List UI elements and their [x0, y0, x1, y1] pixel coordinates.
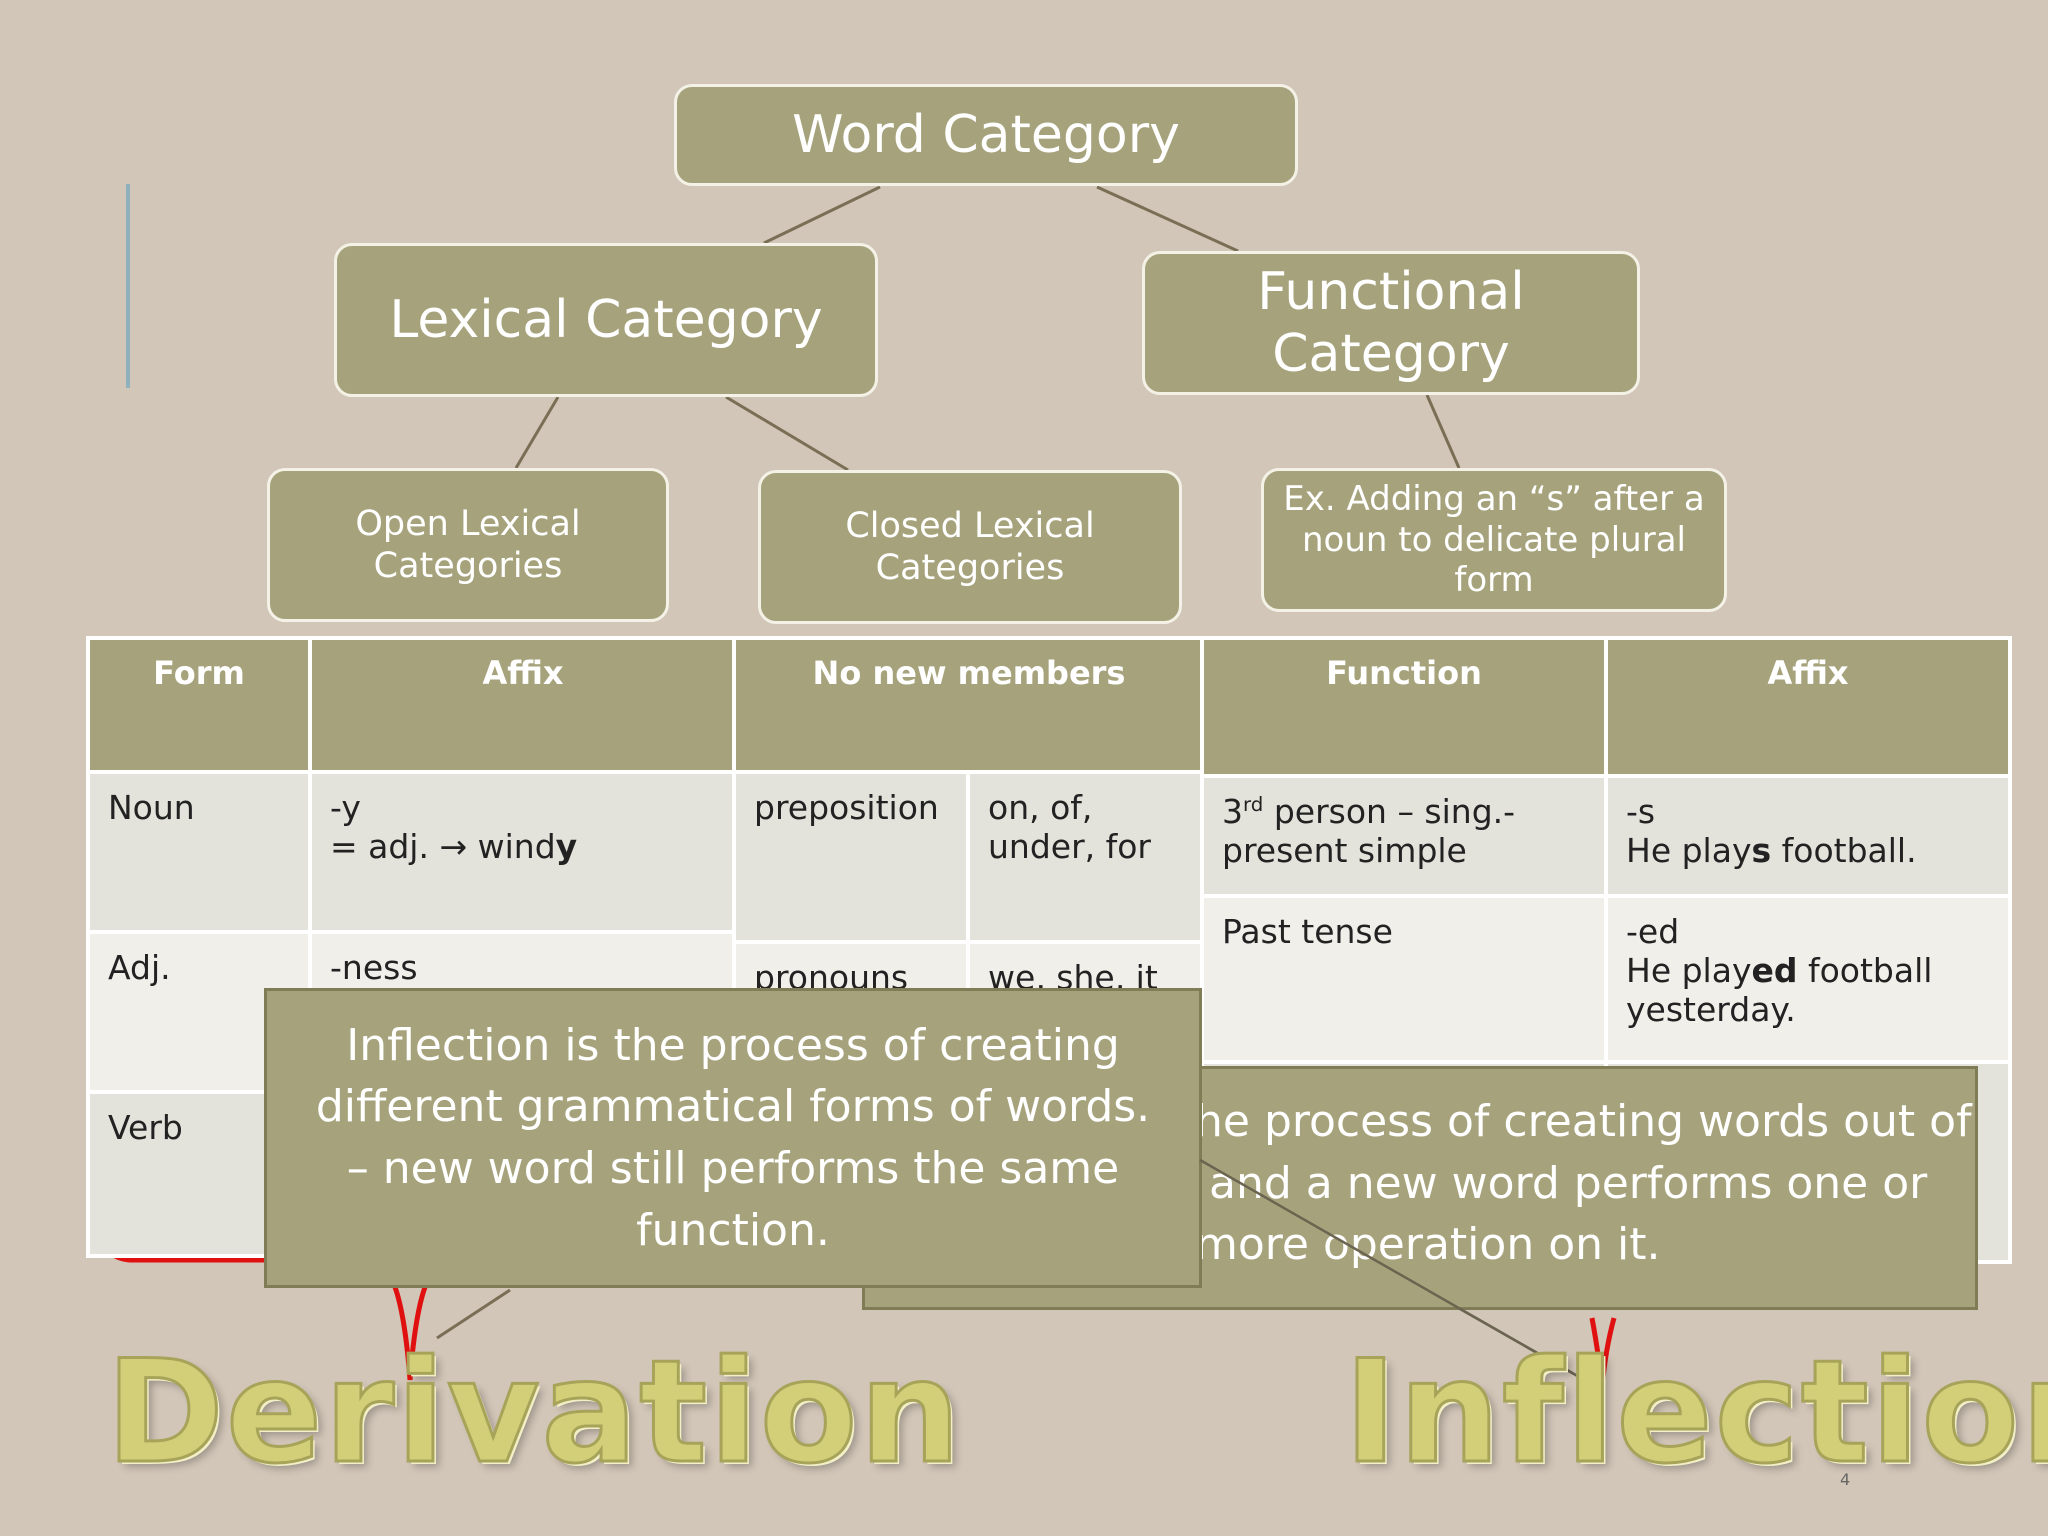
node-word-category-label: Word Category [792, 104, 1180, 165]
connector-functional-example [1425, 394, 1461, 469]
cell-affix-noun-line2: = adj. → windy [330, 827, 716, 866]
cell-affix-noun: -y = adj. → windy [308, 770, 738, 934]
cell-affix-s: -s He plays football. [1604, 774, 2012, 898]
node-open-line2: Categories [373, 546, 563, 586]
example-s-pre: He play [1626, 831, 1752, 870]
page-number: 4 [1840, 1470, 1851, 1489]
derivation-def-line1: he process of creating words out of [1195, 1096, 1972, 1147]
derivation-title: Derivation [104, 1329, 963, 1497]
connector-lexical-closed [725, 395, 849, 472]
connector-derivation-stub [436, 1288, 511, 1340]
node-closed-line2: Categories [875, 548, 1065, 588]
example-ed-bold: ed [1751, 951, 1798, 990]
closed-categories-table: No new members preposition on, of, under… [731, 636, 1207, 1034]
inflection-definition-box: Inflection is the process of creating di… [264, 988, 1202, 1288]
node-functional-line1: Functional [1257, 261, 1525, 322]
arrow-icon: → [439, 827, 468, 866]
example-ed-pre: He play [1626, 951, 1752, 990]
node-open-lexical: Open Lexical Categories [267, 468, 669, 622]
cell-function-3rd-person: 3rd person – sing.- present simple [1200, 774, 1608, 898]
connector-root-lexical [763, 185, 881, 245]
derivation-def-line3: more operation on it. [1195, 1219, 1661, 1271]
connector-root-functional [1096, 185, 1239, 253]
function-ordinal: rd [1243, 793, 1264, 816]
cell-affix-ed-example: He played football yesterday. [1626, 951, 1990, 1029]
derivation-def-line2: and a new word performs one or [1209, 1157, 1928, 1209]
cell-affix-s-example: He plays football. [1626, 831, 1990, 870]
cell-affix-ed-line1: -ed [1626, 912, 1680, 951]
function-rest: person – sing.- present simple [1222, 792, 1516, 870]
header-affix-derivation: Affix [308, 636, 738, 774]
cell-preposition: preposition [732, 770, 970, 944]
node-lexical-category: Lexical Category [334, 243, 878, 397]
affix-noun-suffix: y [555, 827, 578, 866]
header-function: Function [1200, 636, 1608, 778]
example-ed-post: football yesterday. [1626, 951, 1933, 1029]
node-closed-line1: Closed Lexical [845, 506, 1095, 546]
node-lexical-category-label: Lexical Category [389, 289, 823, 350]
header-affix-inflection: Affix [1604, 636, 2012, 778]
cell-affix-ed: -ed He played football yesterday. [1604, 894, 2012, 1064]
decorative-bar [126, 184, 130, 388]
node-functional-line2: Category [1272, 324, 1510, 384]
connector-lexical-open [514, 396, 560, 469]
affix-noun-prefix: = adj. [330, 827, 440, 866]
node-functional-category: Functional Category [1142, 251, 1640, 395]
example-s-bold: s [1751, 831, 1772, 870]
node-example-line3: form [1454, 560, 1534, 601]
cell-affix-noun-line1: -y [330, 788, 361, 827]
node-open-line1: Open Lexical [355, 504, 581, 544]
cell-affix-s-line1: -s [1626, 792, 1656, 831]
node-example: Ex. Adding an “s” after a noun to delica… [1261, 468, 1727, 612]
inflection-title: Inflection [1342, 1329, 2048, 1497]
example-s-post: football. [1771, 831, 1917, 870]
node-example-line2: noun to delicate plural [1301, 519, 1686, 560]
inflection-def-text: Inflection is the process of creating di… [315, 1019, 1151, 1256]
function-number: 3 [1222, 792, 1243, 831]
node-closed-lexical: Closed Lexical Categories [758, 470, 1182, 624]
cell-function-past-tense: Past tense [1200, 894, 1608, 1064]
node-word-category: Word Category [674, 84, 1298, 186]
affix-noun-word: wind [467, 827, 556, 866]
header-no-new-members: No new members [731, 636, 1207, 774]
cell-form-noun: Noun [86, 770, 312, 934]
node-example-line1: Ex. Adding an “s” after a [1283, 478, 1705, 519]
cell-preposition-members: on, of, under, for [965, 770, 1207, 944]
header-form: Form [86, 636, 312, 774]
